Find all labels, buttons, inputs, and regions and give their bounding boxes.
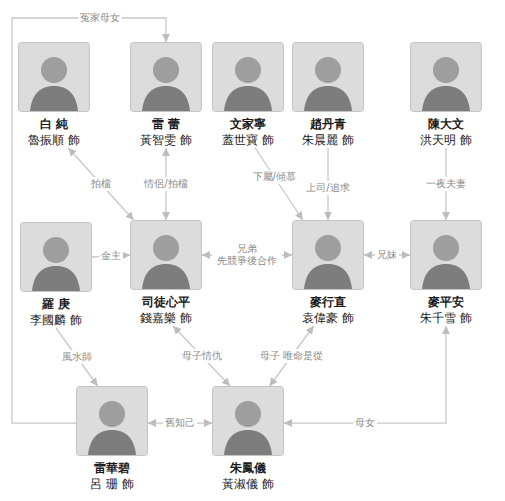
photo-frame — [411, 221, 482, 290]
photo-shoulders — [32, 266, 80, 291]
photo-shoulders — [142, 264, 190, 289]
actor-name: 李國麟 飾 — [20, 312, 92, 328]
relation-label: 風水師 — [60, 350, 94, 364]
photo-head — [41, 57, 67, 83]
photo-shoulders — [30, 86, 78, 111]
photo-head — [153, 235, 179, 261]
character-name: 雷華碧 — [76, 460, 148, 476]
portrait-photo — [18, 42, 90, 112]
actor-name: 呂 珊 飾 — [76, 476, 148, 492]
relation-label: 一夜夫妻 — [424, 177, 468, 191]
character-name: 朱鳳儀 — [212, 460, 284, 476]
relation-label: 金主 — [99, 249, 123, 263]
photo-frame — [21, 223, 92, 292]
photo-frame — [19, 43, 90, 112]
photo-shoulders — [224, 86, 272, 111]
portrait-photo — [20, 222, 92, 292]
actor-name: 錢嘉樂 飾 — [130, 310, 202, 326]
photo-head — [43, 237, 69, 263]
portrait-photo — [130, 42, 202, 112]
photo-shoulders — [304, 264, 352, 289]
photo-head — [315, 235, 341, 261]
portrait-photo — [76, 386, 148, 456]
character-card: 朱鳳儀黃淑儀 飾 — [212, 386, 284, 492]
actor-name: 黃淑儀 飾 — [212, 476, 284, 492]
relation-connector — [255, 148, 303, 220]
photo-head — [99, 401, 125, 427]
photo-shoulders — [304, 86, 352, 111]
photo-head — [433, 57, 459, 83]
photo-head — [235, 401, 261, 427]
photo-shoulders — [422, 264, 470, 289]
relation-label: 情侶/拍檔 — [142, 177, 189, 191]
photo-frame — [293, 221, 364, 290]
photo-frame — [411, 43, 482, 112]
actor-name: 袁偉豪 飾 — [292, 310, 364, 326]
portrait-photo — [212, 42, 284, 112]
character-card: 雷華碧呂 珊 飾 — [76, 386, 148, 492]
photo-head — [315, 57, 341, 83]
portrait-photo — [410, 220, 482, 290]
character-card: 白 純魯振順 飾 — [18, 42, 90, 148]
photo-frame — [293, 43, 364, 112]
portrait-photo — [130, 220, 202, 290]
character-name: 陳大文 — [410, 116, 482, 132]
relation-label: 母子 唯命是從 — [258, 349, 325, 363]
relation-label: 母女 — [353, 416, 377, 430]
portrait-photo — [292, 42, 364, 112]
photo-shoulders — [142, 86, 190, 111]
actor-name: 朱千雪 飾 — [410, 310, 482, 326]
character-card: 麥平安朱千雪 飾 — [410, 220, 482, 326]
photo-frame — [131, 43, 202, 112]
character-name: 司徒心平 — [130, 294, 202, 310]
character-name: 雷 蕾 — [130, 116, 202, 132]
relation-label: 下屬/傾慕 — [251, 170, 298, 184]
relation-label: 兄妹 — [375, 248, 399, 262]
character-card: 趙丹青朱晨麗 飾 — [292, 42, 364, 148]
relation-connector — [173, 326, 230, 386]
photo-head — [433, 235, 459, 261]
character-name: 麥平安 — [410, 294, 482, 310]
photo-frame — [77, 387, 148, 456]
actor-name: 黃智雯 飾 — [130, 132, 202, 148]
relation-connector — [56, 328, 98, 386]
portrait-photo — [292, 220, 364, 290]
photo-shoulders — [422, 86, 470, 111]
character-card: 陳大文洪天明 飾 — [410, 42, 482, 148]
character-card: 麥行直袁偉豪 飾 — [292, 220, 364, 326]
actor-name: 蓋世寶 飾 — [212, 132, 284, 148]
photo-frame — [131, 221, 202, 290]
character-name: 羅 庚 — [20, 296, 92, 312]
photo-frame — [213, 387, 284, 456]
portrait-photo — [410, 42, 482, 112]
actor-name: 洪天明 飾 — [410, 132, 482, 148]
character-name: 白 純 — [18, 116, 90, 132]
character-name: 文家寧 — [212, 116, 284, 132]
relation-label: 拍檔 — [89, 177, 113, 191]
relation-connector — [284, 326, 446, 423]
relation-label: 母子情仇 — [180, 349, 224, 363]
character-name: 趙丹青 — [292, 116, 364, 132]
photo-head — [235, 57, 261, 83]
photo-shoulders — [88, 430, 136, 455]
relation-connector — [68, 148, 133, 220]
portrait-photo — [212, 386, 284, 456]
relation-label: 兄弟 先競爭後合作 — [212, 242, 282, 268]
character-card: 司徒心平錢嘉樂 飾 — [130, 220, 202, 326]
relation-label: 冤家母女 — [78, 11, 122, 25]
relation-label: 舊知己 — [163, 416, 197, 430]
photo-head — [153, 57, 179, 83]
character-name: 麥行直 — [292, 294, 364, 310]
character-card: 文家寧蓋世寶 飾 — [212, 42, 284, 148]
character-card: 雷 蕾黃智雯 飾 — [130, 42, 202, 148]
character-card: 羅 庚李國麟 飾 — [20, 222, 92, 328]
photo-shoulders — [224, 430, 272, 455]
photo-frame — [213, 43, 284, 112]
actor-name: 朱晨麗 飾 — [292, 132, 364, 148]
actor-name: 魯振順 飾 — [18, 132, 90, 148]
relation-label: 上司/追求 — [304, 181, 351, 195]
